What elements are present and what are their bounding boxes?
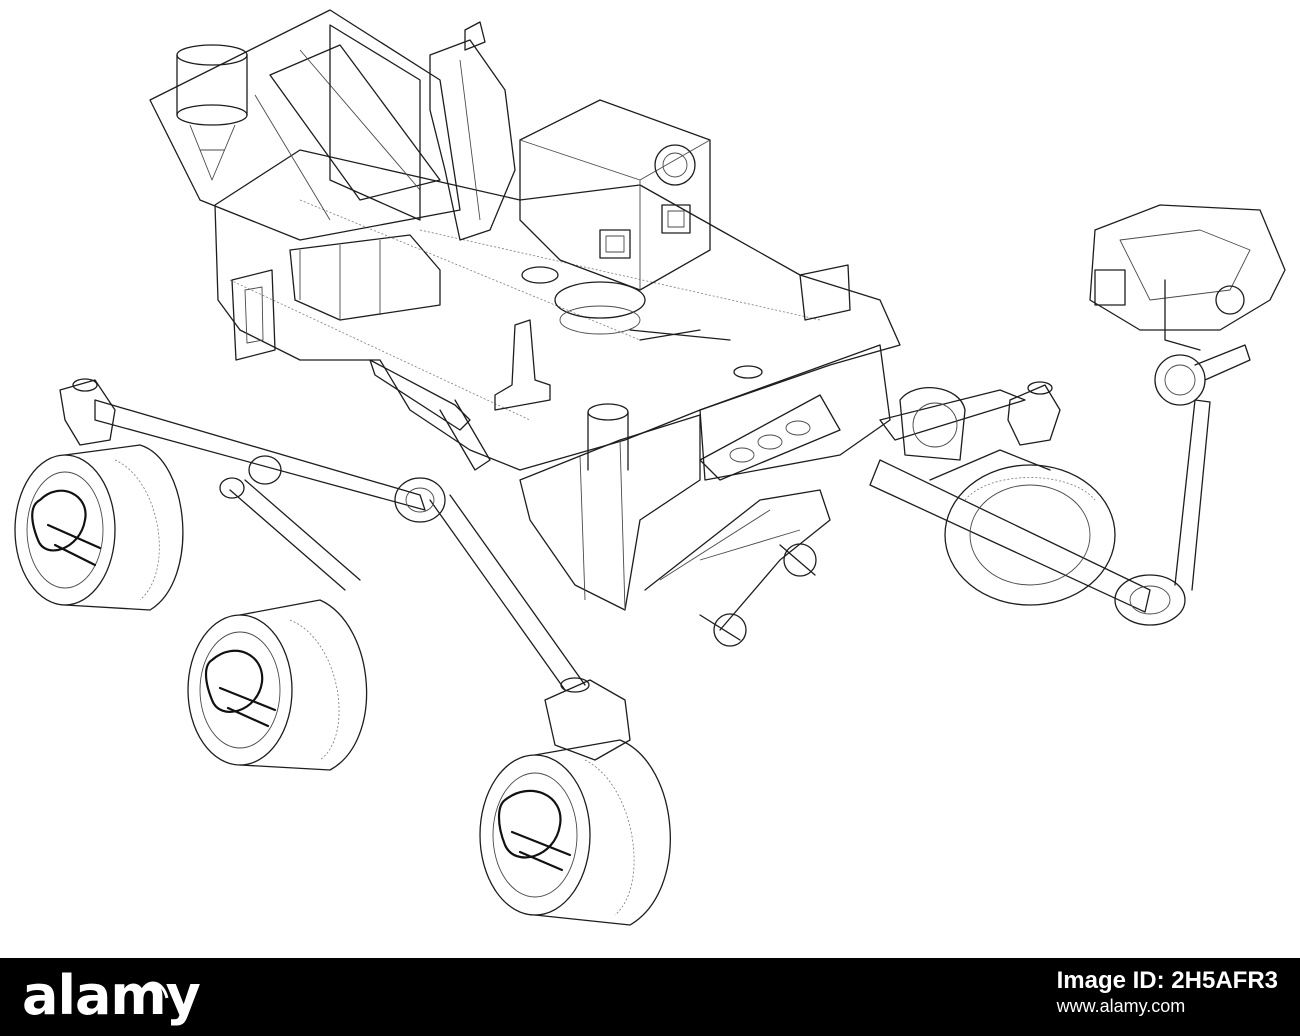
- remote-sensing-mast: [429, 21, 711, 291]
- robotic-arm: [869, 204, 1286, 626]
- suspension: [94, 359, 1051, 691]
- watermark-footer: alamy Image ID: 2H5AFR3 www.alamy.com: [0, 958, 1300, 1036]
- image-id: Image ID: 2H5AFR3: [1056, 967, 1278, 994]
- alamy-logo-mark: [137, 981, 169, 999]
- deck-instruments: [494, 264, 851, 481]
- power-panel-assembly: [149, 9, 461, 241]
- wheel-front-left: [14, 378, 184, 611]
- wheel-middle-left: [187, 599, 368, 771]
- wheel-right-middle: [899, 387, 966, 461]
- image-credit: Image ID: 2H5AFR3 www.alamy.com: [1057, 966, 1278, 1016]
- rover-chassis: [214, 149, 901, 611]
- rover-wireframe-illustration: [14, 9, 1286, 926]
- wheel-right-front: [944, 381, 1116, 606]
- rover-wireframe-svg: [14, 9, 1286, 926]
- site-url: www.alamy.com: [1056, 996, 1186, 1016]
- sample-handling-arm: [644, 489, 831, 647]
- alamy-logo: alamy: [22, 964, 201, 1027]
- wheel-rear-left: [479, 677, 671, 926]
